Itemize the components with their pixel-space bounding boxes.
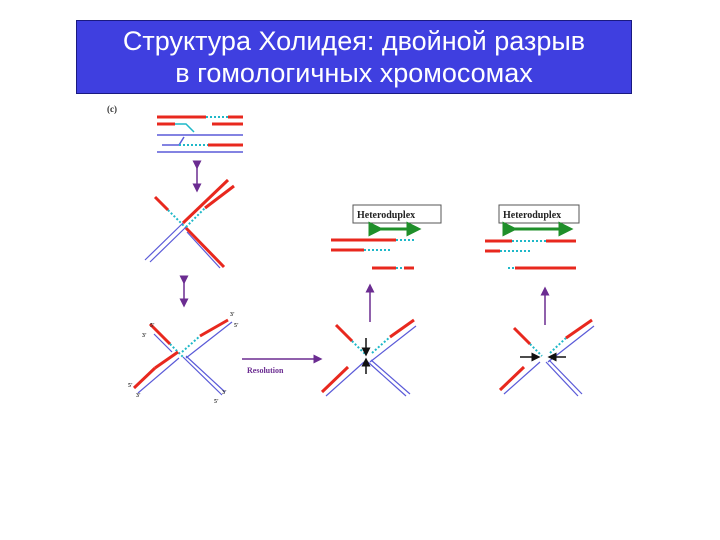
end-label: 5' [214, 399, 219, 405]
holliday-junction-1 [144, 178, 235, 269]
end-label: 5' [234, 323, 239, 329]
title-line-1: Структура Холидея: двойной разрыв [122, 26, 586, 56]
heteroduplex-label: Heteroduplex [357, 210, 415, 221]
title-banner: Структура Холидея: двойной разрыв в гомо… [76, 20, 632, 94]
holliday-junction-2: 5' 3' 3' 5' 5' 3' 3' 5' [128, 312, 239, 405]
end-label: 3' [142, 333, 147, 339]
end-label: 3' [222, 390, 227, 396]
heteroduplex-product-b: Heteroduplex [485, 204, 580, 270]
strand-invasion-step [157, 115, 243, 153]
panel-label: (c) [107, 104, 117, 114]
resolution-label: Resolution [247, 366, 284, 375]
resolution-junction-vertical [320, 318, 417, 397]
end-label: 5' [150, 323, 155, 329]
heteroduplex-product-a: Heteroduplex [331, 204, 442, 270]
end-label: 3' [136, 393, 141, 399]
end-label: 5' [128, 383, 133, 389]
heteroduplex-label: Heteroduplex [503, 210, 561, 221]
end-label: 3' [230, 312, 235, 318]
title-line-2: в гомологичных хромосомах [175, 58, 533, 88]
resolution-junction-horizontal [498, 318, 595, 397]
